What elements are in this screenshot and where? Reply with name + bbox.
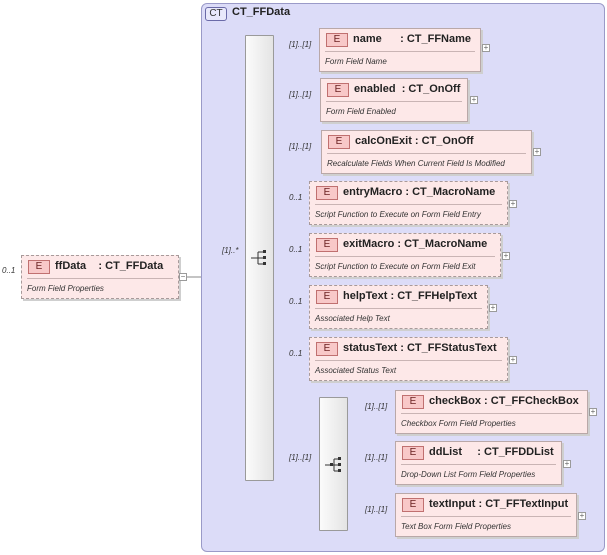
cardinality-name: [1]..[1] bbox=[289, 40, 312, 49]
element-doc: Associated Status Text bbox=[315, 366, 397, 375]
expand-toggle-exitMacro[interactable]: + bbox=[502, 251, 510, 260]
cardinality-exitMacro: 0..1 bbox=[289, 245, 303, 254]
expand-toggle-name[interactable]: + bbox=[482, 43, 490, 52]
element-divider bbox=[401, 413, 582, 414]
cardinality-textInput: [1]..[1] bbox=[365, 505, 388, 514]
element-label: statusText : CT_FFStatusText bbox=[343, 342, 497, 354]
element-name[interactable]: E name : CT_FFName Form Field Name bbox=[319, 28, 481, 72]
element-doc: Drop-Down List Form Field Properties bbox=[401, 470, 536, 479]
sequence-cardinality: [1]..* bbox=[222, 246, 239, 255]
element-label: name : CT_FFName bbox=[353, 33, 471, 45]
element-badge: E bbox=[316, 290, 338, 304]
element-entryMacro[interactable]: E entryMacro : CT_MacroName Script Funct… bbox=[309, 181, 508, 225]
element-label: enabled : CT_OnOff bbox=[354, 83, 461, 95]
element-badge: E bbox=[28, 260, 50, 274]
element-badge: E bbox=[402, 446, 424, 460]
element-divider bbox=[27, 278, 173, 279]
element-label: exitMacro : CT_MacroName bbox=[343, 238, 488, 250]
element-badge: E bbox=[402, 395, 424, 409]
element-badge: E bbox=[316, 238, 338, 252]
element-doc: Checkbox Form Field Properties bbox=[401, 419, 516, 428]
element-enabled[interactable]: E enabled : CT_OnOff Form Field Enabled bbox=[320, 78, 468, 122]
element-divider bbox=[325, 51, 475, 52]
element-textInput[interactable]: E textInput : CT_FFTextInput Text Box Fo… bbox=[395, 493, 577, 537]
complex-type-badge: CT bbox=[205, 7, 227, 21]
sequence-icon bbox=[251, 250, 266, 265]
element-divider bbox=[315, 308, 482, 309]
element-doc: Recalculate Fields When Current Field Is… bbox=[327, 159, 505, 168]
element-divider bbox=[326, 101, 462, 102]
element-badge: E bbox=[316, 186, 338, 200]
element-doc: Form Field Name bbox=[325, 57, 387, 66]
expand-toggle-calcOnExit[interactable]: + bbox=[533, 147, 541, 156]
complex-type-name: CT_FFData bbox=[232, 6, 291, 18]
element-badge: E bbox=[328, 135, 350, 149]
cardinality-statusText: 0..1 bbox=[289, 349, 303, 358]
expand-toggle-textInput[interactable]: + bbox=[578, 511, 586, 520]
choice-icon bbox=[325, 457, 341, 472]
expand-toggle-checkBox[interactable]: + bbox=[589, 407, 597, 416]
element-statusText[interactable]: E statusText : CT_FFStatusText Associate… bbox=[309, 337, 508, 381]
element-ffData[interactable]: E ffData : CT_FFData Form Field Properti… bbox=[21, 255, 179, 299]
cardinality-checkBox: [1]..[1] bbox=[365, 402, 388, 411]
element-label: helpText : CT_FFHelpText bbox=[343, 290, 478, 302]
collapse-toggle-ffData[interactable]: − bbox=[179, 272, 187, 281]
element-doc: Associated Help Text bbox=[315, 314, 390, 323]
cardinality-ddList: [1]..[1] bbox=[365, 453, 388, 462]
element-badge: E bbox=[316, 342, 338, 356]
element-divider bbox=[315, 256, 495, 257]
element-ddList[interactable]: E ddList : CT_FFDDList Drop-Down List Fo… bbox=[395, 441, 562, 485]
element-doc: Form Field Enabled bbox=[326, 107, 396, 116]
cardinality-entryMacro: 0..1 bbox=[289, 193, 303, 202]
choice-compositor[interactable] bbox=[319, 397, 348, 531]
expand-toggle-enabled[interactable]: + bbox=[470, 95, 478, 104]
choice-cardinality: [1]..[1] bbox=[289, 453, 312, 462]
element-doc: Script Function to Execute on Form Field… bbox=[315, 210, 481, 219]
element-label: checkBox : CT_FFCheckBox bbox=[429, 395, 579, 407]
element-divider bbox=[315, 204, 502, 205]
element-label: ddList : CT_FFDDList bbox=[429, 446, 554, 458]
expand-toggle-entryMacro[interactable]: + bbox=[509, 199, 517, 208]
element-doc: Script Function to Execute on Form Field… bbox=[315, 262, 476, 271]
element-label: entryMacro : CT_MacroName bbox=[343, 186, 496, 198]
root-cardinality: 0..1 bbox=[2, 266, 16, 275]
element-divider bbox=[401, 516, 571, 517]
element-divider bbox=[327, 153, 526, 154]
element-label: calcOnExit : CT_OnOff bbox=[355, 135, 474, 147]
element-badge: E bbox=[402, 498, 424, 512]
element-doc: Form Field Properties bbox=[27, 284, 104, 293]
element-divider bbox=[315, 360, 502, 361]
element-badge: E bbox=[327, 83, 349, 97]
element-doc: Text Box Form Field Properties bbox=[401, 522, 511, 531]
element-divider bbox=[401, 464, 556, 465]
expand-toggle-ddList[interactable]: + bbox=[563, 459, 571, 468]
expand-toggle-statusText[interactable]: + bbox=[509, 355, 517, 364]
element-helpText[interactable]: E helpText : CT_FFHelpText Associated He… bbox=[309, 285, 488, 329]
element-calcOnExit[interactable]: E calcOnExit : CT_OnOff Recalculate Fiel… bbox=[321, 130, 532, 174]
cardinality-enabled: [1]..[1] bbox=[289, 90, 312, 99]
cardinality-helpText: 0..1 bbox=[289, 297, 303, 306]
element-label: ffData : CT_FFData bbox=[55, 260, 164, 272]
element-checkBox[interactable]: E checkBox : CT_FFCheckBox Checkbox Form… bbox=[395, 390, 588, 434]
sequence-compositor[interactable] bbox=[245, 35, 274, 481]
element-exitMacro[interactable]: E exitMacro : CT_MacroName Script Functi… bbox=[309, 233, 501, 277]
cardinality-calcOnExit: [1]..[1] bbox=[289, 142, 312, 151]
element-label: textInput : CT_FFTextInput bbox=[429, 498, 569, 510]
element-badge: E bbox=[326, 33, 348, 47]
expand-toggle-helpText[interactable]: + bbox=[489, 303, 497, 312]
